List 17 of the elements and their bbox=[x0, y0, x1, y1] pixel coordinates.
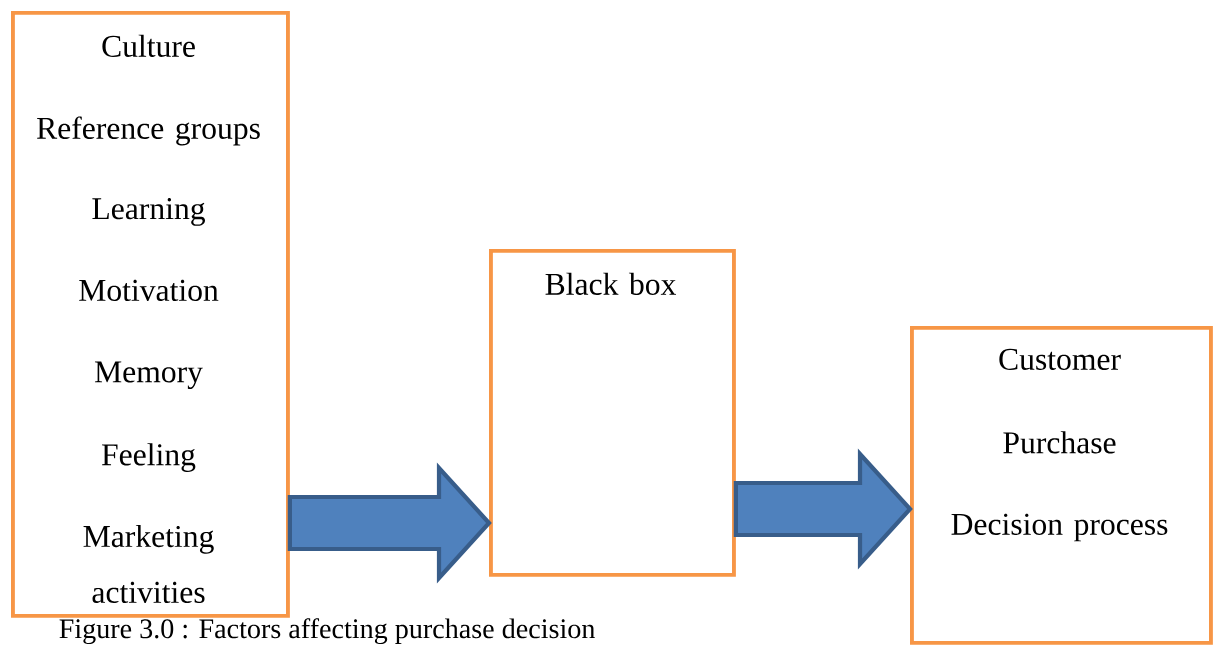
factor-box bbox=[11, 11, 290, 618]
factor-label: Purchase bbox=[1003, 431, 1116, 454]
caption: Figure 3.0 : Factors affecting purchase decision bbox=[59, 618, 595, 645]
factor-label: Black box bbox=[545, 272, 676, 295]
factor-label: Motivation bbox=[79, 279, 219, 302]
factor-label: Marketing activities bbox=[83, 524, 214, 604]
factor-box bbox=[910, 326, 1213, 645]
block-arrow bbox=[287, 462, 492, 584]
factor-label: Decision process bbox=[951, 513, 1168, 542]
factor-label: Memory bbox=[94, 361, 203, 390]
factor-label: Feeling bbox=[102, 443, 196, 472]
factor-box bbox=[489, 249, 736, 577]
factor-label: Customer bbox=[999, 348, 1121, 370]
factor-label: Learning bbox=[92, 198, 205, 226]
factor-label: Reference groups bbox=[37, 116, 260, 146]
factor-label: Culture bbox=[102, 34, 195, 57]
block-arrow bbox=[733, 448, 913, 570]
